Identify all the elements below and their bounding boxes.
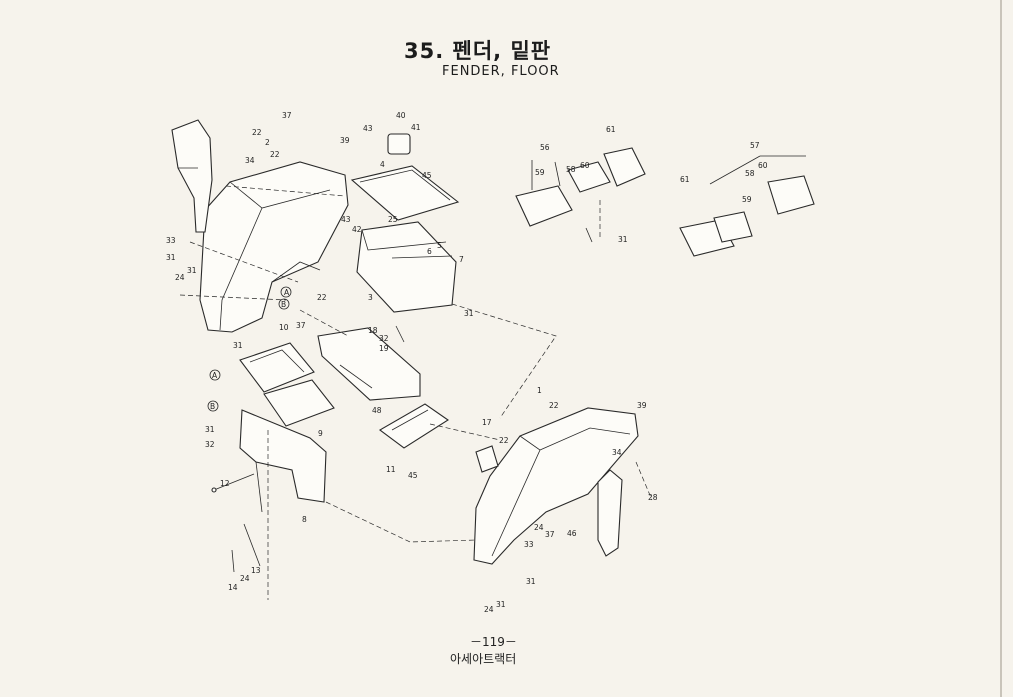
- callout: 33: [166, 236, 176, 245]
- callout: 24: [484, 605, 494, 614]
- callout: 43: [363, 124, 373, 133]
- book-name: 아세아트랙터: [450, 652, 517, 666]
- page-edge: [1000, 0, 1002, 697]
- callout: B: [210, 402, 215, 411]
- step-bracket-part-17: [475, 445, 499, 473]
- callout: 31: [496, 600, 506, 609]
- callout: 12: [220, 479, 230, 488]
- callout: 57: [750, 141, 760, 150]
- callout: 31: [166, 253, 176, 262]
- floor-cross-frame: [317, 327, 421, 401]
- callout: 56: [540, 143, 550, 152]
- page-number: －119－: [470, 635, 517, 649]
- callout: 4: [380, 160, 385, 169]
- callout: 45: [408, 471, 418, 480]
- callout: 10: [279, 323, 289, 332]
- callout: 6: [427, 247, 432, 256]
- callout: 25: [388, 215, 398, 224]
- floor-frame-part-8: [239, 409, 327, 513]
- callout: 31: [526, 577, 536, 586]
- callout: 7: [459, 255, 464, 264]
- callout: 60: [758, 161, 768, 170]
- callout: 39: [340, 136, 350, 145]
- callout: 9: [318, 429, 323, 438]
- callout: 3: [368, 293, 373, 302]
- callout: 13: [251, 566, 261, 575]
- callout: 42: [352, 225, 362, 234]
- callout: 45: [422, 171, 432, 180]
- grip-handle: [387, 133, 411, 155]
- callout: 22: [549, 401, 559, 410]
- right-fender: [473, 407, 639, 565]
- page-title-english: FENDER, FLOOR: [442, 64, 560, 79]
- floor-plate-part-11: [379, 403, 449, 449]
- left-fender-support-arm: [171, 119, 213, 233]
- floor-plate-part-10: [239, 342, 315, 393]
- callout: 31: [233, 341, 243, 350]
- left-fender: [199, 161, 349, 333]
- callout: 37: [282, 111, 292, 120]
- storage-box-part-3: [356, 221, 457, 313]
- callout: 31: [187, 266, 197, 275]
- callout: 24: [240, 574, 250, 583]
- assembly-guide-lines: [179, 185, 653, 600]
- lamp-assembly-right: [679, 155, 815, 257]
- callout: 46: [567, 529, 577, 538]
- callout: 59: [535, 168, 545, 177]
- callout: 33: [524, 540, 534, 549]
- callout: 39: [637, 401, 647, 410]
- storage-lid-part-4: [350, 165, 460, 221]
- callout: 43: [341, 215, 351, 224]
- lamp-assembly-left: [515, 147, 646, 227]
- callout: 5: [437, 241, 442, 250]
- callout: 37: [545, 530, 555, 539]
- callout: 48: [372, 406, 382, 415]
- callout: 31: [618, 235, 628, 244]
- callout: 19: [379, 344, 389, 353]
- callout: 14: [228, 583, 238, 592]
- callout: 59: [742, 195, 752, 204]
- right-fender-support-arm: [597, 469, 623, 557]
- callout: 32: [205, 440, 215, 449]
- callout: 18: [368, 326, 378, 335]
- callout: 61: [606, 125, 616, 134]
- callout: 37: [296, 321, 306, 330]
- reference-circles: [207, 286, 292, 412]
- callout: 34: [612, 448, 622, 457]
- callout: 31: [205, 425, 215, 434]
- callout: 22: [270, 150, 280, 159]
- callout: 58: [566, 165, 576, 174]
- callout: 11: [386, 465, 396, 474]
- callout: 61: [680, 175, 690, 184]
- callout: 22: [317, 293, 327, 302]
- callout: 31: [464, 309, 474, 318]
- callout: 41: [411, 123, 421, 132]
- callout: 24: [175, 273, 185, 282]
- fasteners: [211, 227, 593, 573]
- callout: A: [212, 371, 218, 380]
- callout: 22: [252, 128, 262, 137]
- callout: 34: [245, 156, 255, 165]
- callout: 40: [396, 111, 406, 120]
- page-title-korean: 35. 펜더, 밑판: [404, 39, 552, 63]
- callout: 32: [379, 334, 389, 343]
- callout: 58: [745, 169, 755, 178]
- floor-plate-part-9: [263, 379, 335, 427]
- callout: 60: [580, 161, 590, 170]
- callout: 1: [537, 386, 542, 395]
- callout: 24: [534, 523, 544, 532]
- callout: B: [281, 300, 286, 309]
- callout: A: [284, 288, 290, 297]
- callout: 22: [499, 436, 509, 445]
- callout: 28: [648, 493, 658, 502]
- callout: 8: [302, 515, 307, 524]
- callout: 2: [265, 138, 270, 147]
- callout-labels: 37 22 22 2 34 39 43 40 41 45 4 43 42 25 …: [166, 111, 768, 614]
- callout: 17: [482, 418, 492, 427]
